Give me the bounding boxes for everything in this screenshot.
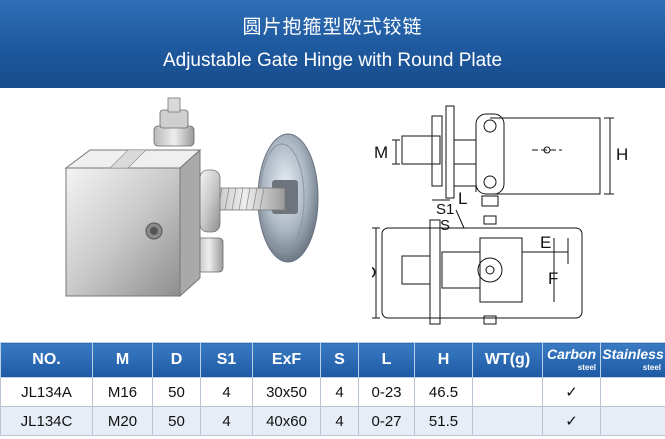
stainless-sub-label: steel — [642, 363, 661, 372]
table-row: JL134A M16 50 4 30x50 4 0-23 46.5 ✓ — [0, 377, 665, 407]
spec-table: NO. M D S1 ExF S L H WT(g) Carbon steel — [0, 342, 665, 436]
cell-h: 46.5 — [414, 377, 473, 407]
dim-label-h: H — [616, 145, 628, 164]
carbon-sub-label: steel — [577, 363, 596, 372]
col-header-h: H — [414, 342, 473, 378]
dim-label-d: D — [372, 263, 376, 282]
cell-exf: 30x50 — [252, 377, 321, 407]
col-header-s: S — [320, 342, 359, 378]
cell-s1: 4 — [200, 406, 253, 436]
table-row: JL134C M20 50 4 40x60 4 0-27 51.5 ✓ — [0, 406, 665, 436]
cell-m: M16 — [92, 377, 153, 407]
table-header-row: NO. M D S1 ExF S L H WT(g) Carbon steel — [0, 342, 665, 378]
cell-s: 4 — [320, 377, 359, 407]
cell-l: 0-27 — [358, 406, 415, 436]
col-header-l: L — [358, 342, 415, 378]
cell-d: 50 — [152, 377, 201, 407]
col-header-m: M — [92, 342, 153, 378]
col-header-stainless-steel: Stainless steel — [600, 342, 665, 378]
cell-s1: 4 — [200, 377, 253, 407]
col-header-wt: WT(g) — [472, 342, 543, 378]
dim-label-s1: S1 — [436, 201, 454, 218]
cell-carbon-check: ✓ — [542, 377, 601, 407]
cell-carbon-check: ✓ — [542, 406, 601, 436]
cell-no: JL134A — [0, 377, 93, 407]
cell-wt — [472, 406, 543, 436]
col-header-exf: ExF — [252, 342, 321, 378]
dim-label-l: L — [458, 189, 467, 208]
stainless-label: Stainless — [602, 346, 664, 362]
cell-exf: 40x60 — [252, 406, 321, 436]
title-chinese: 圆片抱箍型欧式铰链 — [242, 16, 423, 38]
col-header-d: D — [152, 342, 201, 378]
cell-s: 4 — [320, 406, 359, 436]
cell-no: JL134C — [0, 406, 93, 436]
hinge-photo — [64, 97, 319, 298]
title-banner: 圆片抱箍型欧式铰链 Adjustable Gate Hinge with Rou… — [0, 0, 665, 88]
col-header-no: NO. — [0, 342, 93, 378]
dim-label-f: F — [548, 269, 558, 288]
col-header-s1: S1 — [200, 342, 253, 378]
title-english: Adjustable Gate Hinge with Round Plate — [162, 50, 503, 71]
product-figure: M H L S1 S D E F — [0, 88, 665, 342]
col-header-carbon-steel: Carbon steel — [542, 342, 601, 378]
dim-label-e: E — [540, 233, 551, 252]
cell-stainless-check — [600, 377, 665, 407]
cell-d: 50 — [152, 406, 201, 436]
cell-stainless-check — [600, 406, 665, 436]
cell-l: 0-23 — [358, 377, 415, 407]
carbon-label: Carbon — [547, 346, 596, 362]
technical-drawing: M H L S1 S D E F — [372, 105, 628, 325]
cell-h: 51.5 — [414, 406, 473, 436]
cell-wt — [472, 377, 543, 407]
dim-label-m: M — [374, 143, 388, 162]
cell-m: M20 — [92, 406, 153, 436]
dim-label-s: S — [440, 217, 450, 234]
